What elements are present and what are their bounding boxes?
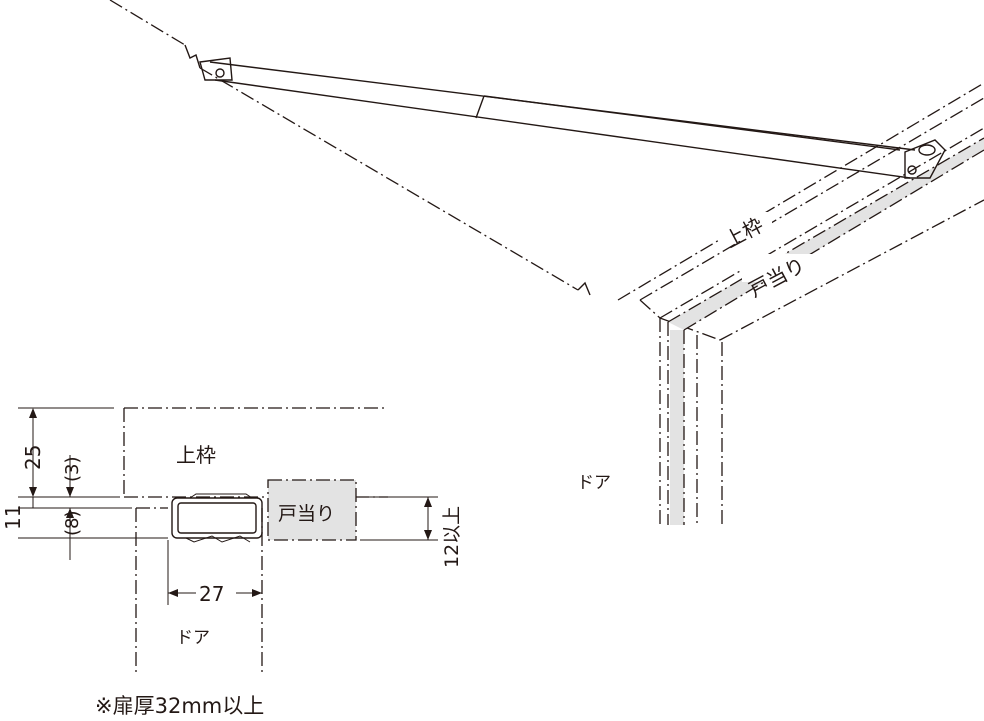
dim-12: 12以上 bbox=[360, 496, 463, 568]
bracket-inner bbox=[177, 502, 257, 534]
arm-mid-line bbox=[483, 95, 901, 151]
doorstop-edge-upper bbox=[667, 137, 984, 323]
section-view: 上枠 戸当り ドア 25 (3) 11 (8) bbox=[1, 407, 463, 718]
doorstop-vertical-strip bbox=[670, 330, 684, 525]
bracket-top-detail bbox=[189, 493, 253, 499]
arm-joint bbox=[475, 95, 485, 119]
dim-27-arrow-right bbox=[252, 589, 262, 597]
dim-25: 25 bbox=[18, 407, 114, 497]
iso-doorstop-label-bg bbox=[742, 254, 820, 282]
frame-edge-top-left bbox=[109, 0, 186, 46]
dim-12-arrow-top bbox=[424, 497, 432, 507]
iso-door-label: ドア bbox=[577, 473, 611, 493]
dim-3-arrow bbox=[66, 487, 74, 497]
dim-11: 11 bbox=[1, 497, 34, 530]
dim-3-text: (3) bbox=[62, 457, 83, 483]
frame-step-bottom bbox=[577, 281, 591, 296]
arm-pivot-left bbox=[215, 68, 225, 78]
dim-8: (8) bbox=[62, 508, 83, 560]
dim-12-arrow-bottom bbox=[424, 530, 432, 540]
frame-edge-right-long bbox=[617, 82, 984, 301]
dim-3: (3) bbox=[62, 455, 83, 497]
iso-frame-label-bg bbox=[720, 212, 772, 240]
dim-25-text: 25 bbox=[21, 445, 45, 470]
arm-adjust-screw bbox=[918, 144, 936, 156]
closer-arm bbox=[199, 57, 946, 179]
frame-step-top bbox=[184, 44, 201, 69]
dim-27-arrow-left bbox=[168, 589, 178, 597]
dim-8-arrow bbox=[66, 508, 74, 518]
arm-lower-edge bbox=[214, 79, 911, 179]
arm-bracket-left bbox=[199, 57, 233, 81]
section-doorstop-label: 戸当り bbox=[278, 503, 335, 525]
dim-25-arrow-top bbox=[29, 408, 37, 418]
dim-27-text: 27 bbox=[199, 582, 224, 606]
frame-front-edge bbox=[639, 97, 984, 301]
dim-27: 27 bbox=[167, 540, 262, 606]
dim-12-text: 12以上 bbox=[441, 506, 463, 568]
isometric-view: 上枠 戸当り ドア bbox=[109, 0, 984, 525]
section-door-label: ドア bbox=[176, 628, 210, 648]
dim-8-text: (8) bbox=[62, 511, 83, 537]
footnote: ※扉厚32mm以上 bbox=[95, 694, 264, 718]
bracket-bottom-detail bbox=[185, 535, 251, 543]
frame-inner-edge bbox=[659, 127, 984, 319]
doorstop-edge-lower bbox=[683, 149, 984, 331]
section-doorstop-outline bbox=[267, 479, 357, 541]
section-doorstop-fill bbox=[268, 480, 356, 540]
bracket-outer bbox=[171, 497, 263, 539]
section-frame-label: 上枠 bbox=[176, 443, 216, 467]
frame-edge-diagonal-lower bbox=[199, 67, 579, 291]
dim-11-text: 11 bbox=[1, 505, 25, 530]
dim-25-arrow-bottom bbox=[29, 487, 37, 497]
frame-lower-edge bbox=[719, 199, 984, 341]
section-bracket bbox=[171, 493, 263, 543]
arm-pivot-right bbox=[907, 165, 917, 175]
arm-bracket-right bbox=[904, 139, 946, 179]
